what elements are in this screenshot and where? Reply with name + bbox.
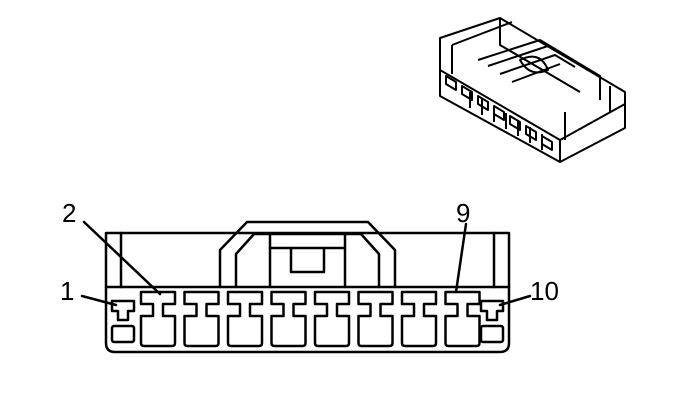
terminal-cavity-6 xyxy=(313,290,351,348)
terminal-cavity-4 xyxy=(226,290,264,348)
pin-label-2: 2 xyxy=(62,198,76,228)
leader-line-9 xyxy=(454,222,468,294)
terminal-cavity-9 xyxy=(444,290,481,348)
terminal-cavity-5 xyxy=(270,290,307,348)
connector-face-view xyxy=(104,220,511,354)
terminal-cavity-7 xyxy=(357,290,394,348)
terminal-cavity-1 xyxy=(110,299,136,344)
pin-callouts: 1 2 9 10 xyxy=(60,198,559,307)
terminal-cavity-8 xyxy=(400,290,438,348)
connector-isometric-view xyxy=(439,17,626,163)
locking-latch xyxy=(218,220,397,289)
leader-line-2 xyxy=(82,220,162,296)
pin-label-10: 10 xyxy=(530,276,559,306)
terminal-cavity-10 xyxy=(479,299,505,344)
pin-label-1: 1 xyxy=(60,276,74,306)
pin-label-9: 9 xyxy=(456,198,470,228)
terminal-cavity-3 xyxy=(183,290,220,348)
leader-line-10 xyxy=(498,294,532,307)
leader-line-1 xyxy=(80,294,118,307)
terminal-cavity-2 xyxy=(139,290,177,348)
terminal-cavities-2-9 xyxy=(139,290,481,348)
connector-housing xyxy=(104,231,511,354)
